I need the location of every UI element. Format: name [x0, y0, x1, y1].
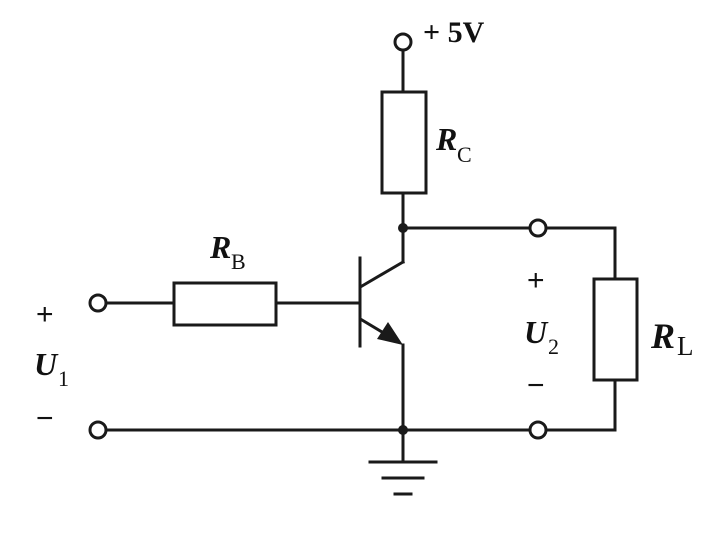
- input-plus-terminal: [88, 293, 108, 313]
- input-minus-sign: −: [36, 402, 54, 435]
- output-minus-sign: −: [527, 369, 545, 402]
- output-plus-sign: +: [527, 264, 545, 297]
- resistor-rb: [172, 281, 278, 327]
- svg-text:2: 2: [548, 334, 559, 359]
- svg-text:R: R: [209, 229, 231, 265]
- transistor-collector-lead: [359, 259, 406, 289]
- resistor-rc: [380, 90, 428, 195]
- svg-text:U: U: [524, 314, 549, 350]
- svg-text:1: 1: [58, 366, 69, 391]
- label-rc: R C: [435, 121, 472, 167]
- svg-text:U: U: [34, 346, 59, 382]
- ground-icon: [368, 460, 438, 496]
- junction-ground: [398, 425, 408, 435]
- svg-text:R: R: [650, 316, 675, 356]
- transistor-emitter-arrow: [377, 322, 403, 345]
- svg-text:B: B: [231, 249, 246, 274]
- output-plus-terminal: [528, 218, 548, 238]
- svg-text:C: C: [457, 142, 472, 167]
- label-rb: R B: [209, 229, 246, 274]
- input-minus-terminal: [88, 420, 108, 440]
- output-minus-terminal: [528, 420, 548, 440]
- label-rl: R L: [650, 316, 694, 361]
- label-u1: U 1: [34, 346, 69, 391]
- resistor-rl: [592, 277, 639, 382]
- svg-text:L: L: [677, 331, 694, 361]
- svg-text:R: R: [435, 121, 457, 157]
- supply-terminal: [393, 32, 413, 52]
- label-u2: U 2: [524, 314, 559, 359]
- input-plus-sign: +: [36, 298, 54, 331]
- supply-label: + 5V: [423, 16, 485, 49]
